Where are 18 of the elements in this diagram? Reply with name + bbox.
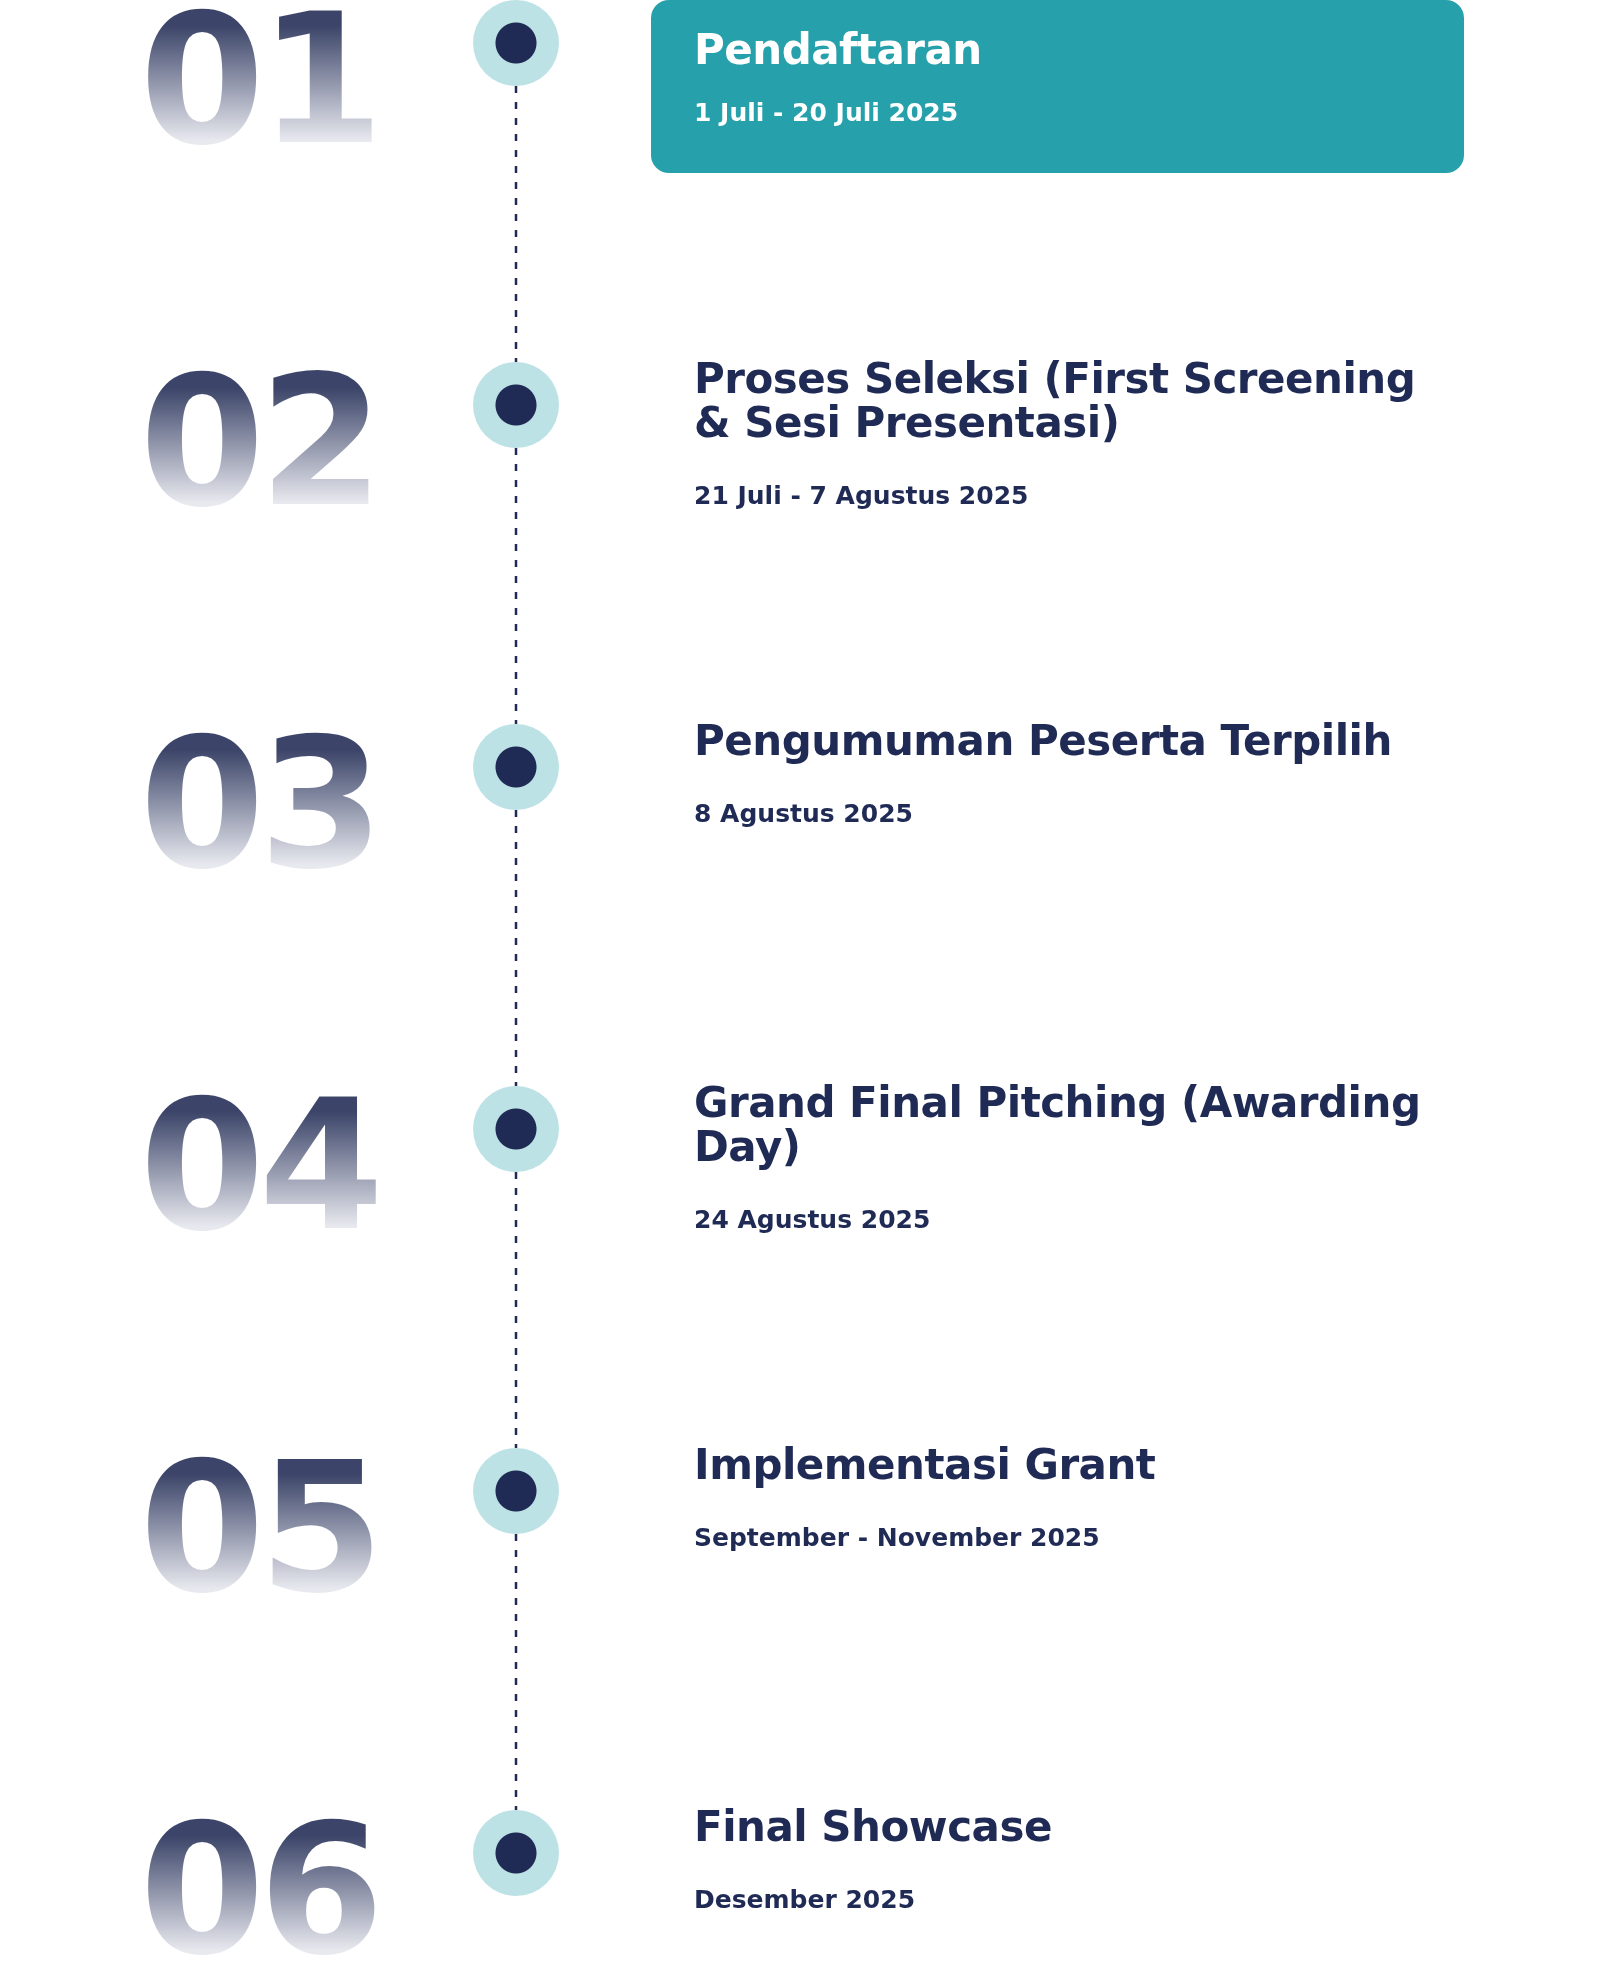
stage-date: 1 Juli - 20 Juli 2025 bbox=[694, 98, 960, 128]
stage-card bbox=[651, 0, 1464, 173]
stage-date: 21 Juli - 7 Agustus 2025 bbox=[694, 481, 1030, 511]
dashed-connector bbox=[514, 1172, 518, 1448]
stage-title: Pengumuman Peserta Terpilih bbox=[694, 719, 1393, 764]
stage-date: Desember 2025 bbox=[694, 1885, 917, 1915]
dashed-connector bbox=[514, 86, 518, 362]
dashed-connector bbox=[514, 448, 518, 724]
stage-title: Implementasi Grant bbox=[694, 1443, 1157, 1488]
stage-date: 24 Agustus 2025 bbox=[694, 1205, 932, 1235]
stage-date: 8 Agustus 2025 bbox=[694, 799, 914, 829]
stage-title: Final Showcase bbox=[694, 1805, 1053, 1850]
dashed-connector bbox=[514, 1534, 518, 1810]
stage-title: Proses Seleksi (First Screening & Sesi Presentasi) bbox=[694, 357, 1417, 446]
dashed-connector bbox=[514, 810, 518, 1086]
stage-title: Pendaftaran bbox=[694, 28, 983, 73]
stage-date: September - November 2025 bbox=[694, 1523, 1101, 1553]
stage-title: Grand Final Pitching (Awarding Day) bbox=[694, 1081, 1422, 1170]
